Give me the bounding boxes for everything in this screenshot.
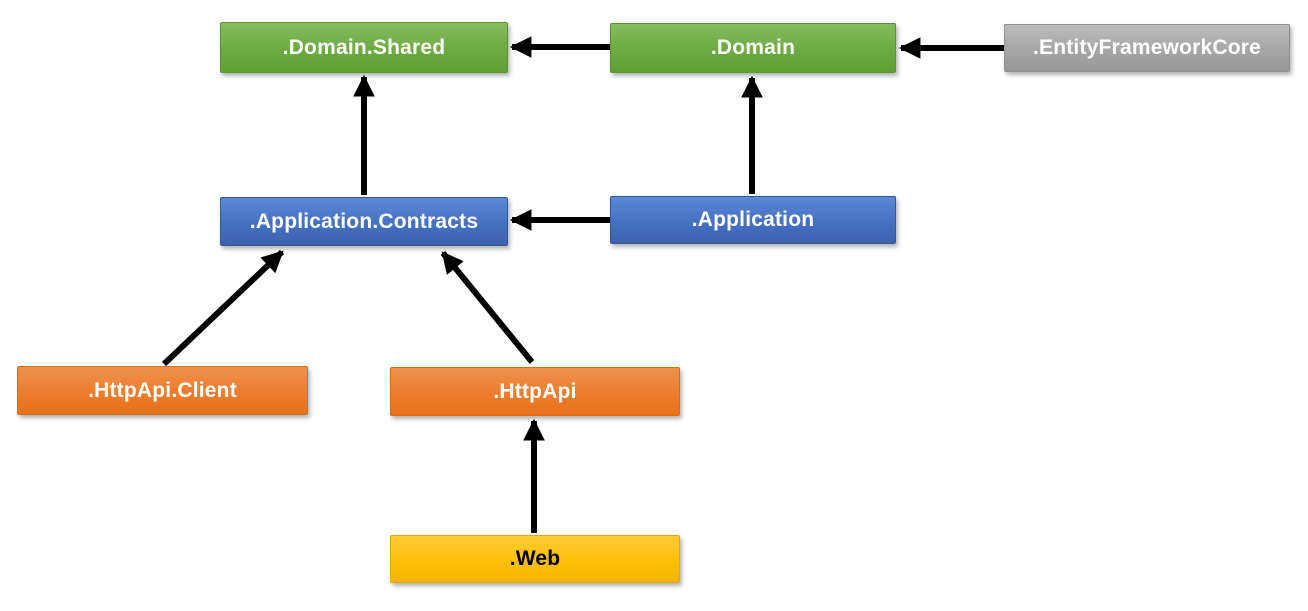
node-httpapi: .HttpApi: [390, 367, 680, 416]
node-domain-shared: .Domain.Shared: [220, 22, 508, 73]
node-domain-shared-label: .Domain.Shared: [282, 35, 446, 59]
node-domain-label: .Domain: [710, 36, 796, 59]
node-application-contracts-label: .Application.Contracts: [249, 209, 479, 233]
node-application-contracts: .Application.Contracts: [220, 197, 508, 246]
arrow-httpapi-client-to-application-contracts: [161, 249, 285, 367]
node-web: .Web: [390, 535, 680, 583]
arrow-httpapi-to-application-contracts: [440, 251, 535, 364]
node-httpapi-client-label: .HttpApi.Client: [88, 378, 237, 402]
node-application: .Application: [610, 196, 896, 244]
node-domain: .Domain: [610, 23, 896, 73]
node-application-label: .Application: [691, 208, 815, 231]
node-entityframeworkcore-label: .EntityFrameworkCore: [1032, 36, 1262, 59]
node-httpapi-label: .HttpApi: [493, 379, 577, 403]
node-entityframeworkcore: .EntityFrameworkCore: [1004, 24, 1290, 72]
node-web-label: .Web: [509, 547, 561, 570]
node-httpapi-client: .HttpApi.Client: [17, 366, 308, 415]
